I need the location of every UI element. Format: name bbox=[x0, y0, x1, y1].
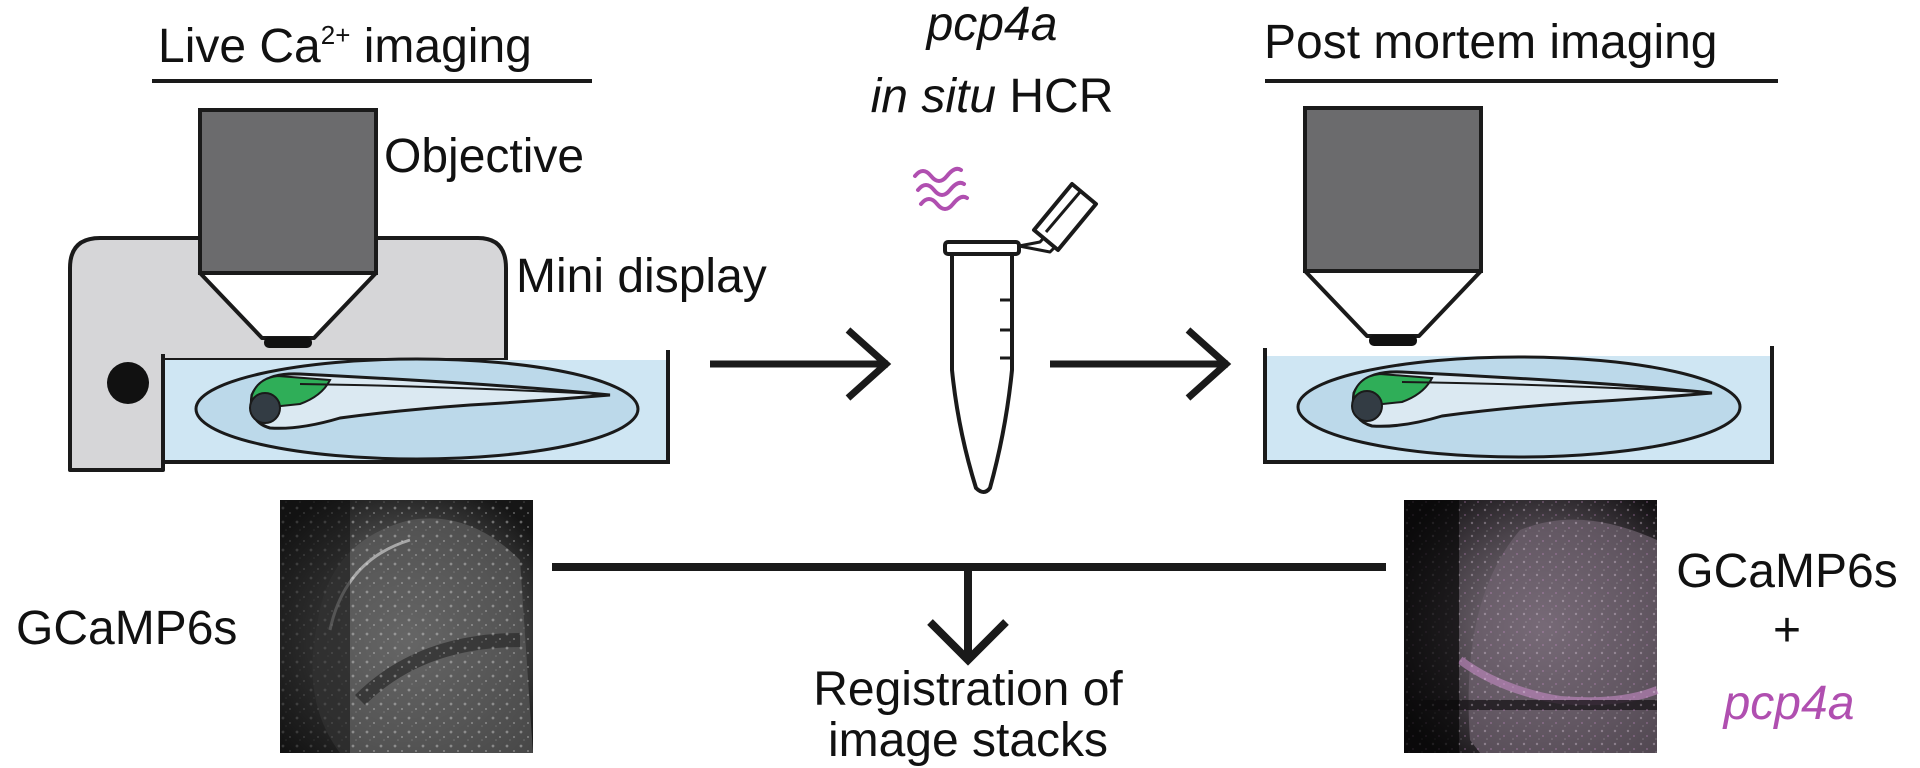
hcr-section: pcp4a in situ HCR bbox=[871, 0, 1114, 494]
arrow-hcr-to-post bbox=[1050, 327, 1232, 401]
arrow-live-to-hcr bbox=[710, 327, 892, 401]
right-image-label-plus: + bbox=[1773, 604, 1801, 657]
registration-label-line1: Registration of bbox=[813, 663, 1123, 716]
post-objective-lens bbox=[1369, 335, 1417, 346]
mini-display-label: Mini display bbox=[516, 250, 767, 303]
post-objective-cone bbox=[1303, 269, 1483, 338]
post-dish bbox=[1263, 346, 1774, 464]
post-imaging-title: Post mortem imaging bbox=[1264, 16, 1718, 69]
gcamp-image-left bbox=[280, 500, 533, 753]
registration-arrow bbox=[927, 567, 1009, 666]
mini-display-case bbox=[68, 236, 508, 472]
objective-label: Objective bbox=[384, 130, 584, 183]
gcamp-pcp4a-image-right bbox=[1404, 500, 1659, 753]
post-title-underline bbox=[1265, 79, 1778, 83]
objective-body bbox=[198, 108, 378, 275]
larva-post bbox=[1296, 355, 1742, 459]
live-title-underline bbox=[152, 79, 592, 83]
right-image-label-gene: pcp4a bbox=[1722, 677, 1855, 730]
registration-section: GCaMP6s GCaMP6s + pcp4a Registration of … bbox=[16, 500, 1898, 767]
registration-label-line2: image stacks bbox=[828, 714, 1108, 767]
live-imaging-title: Live Ca2+ imaging bbox=[158, 20, 532, 73]
left-image-label: GCaMP6s bbox=[16, 602, 237, 655]
post-objective-body bbox=[1303, 106, 1483, 273]
hcr-probe-icon bbox=[913, 166, 969, 211]
display-button-dot bbox=[107, 362, 149, 404]
objective-lens bbox=[264, 337, 312, 348]
larva-live bbox=[194, 357, 640, 461]
hcr-gene-label: pcp4a bbox=[925, 0, 1058, 51]
live-dish bbox=[161, 350, 670, 464]
hcr-method-label: in situ HCR bbox=[871, 70, 1114, 123]
tube-icon bbox=[943, 182, 1098, 494]
post-imaging-section: Post mortem imaging bbox=[1263, 16, 1778, 464]
live-imaging-section: Live Ca2+ imaging Objective Mini display bbox=[68, 20, 767, 472]
right-image-label-line1: GCaMP6s bbox=[1676, 545, 1897, 598]
objective-cone bbox=[198, 271, 378, 340]
